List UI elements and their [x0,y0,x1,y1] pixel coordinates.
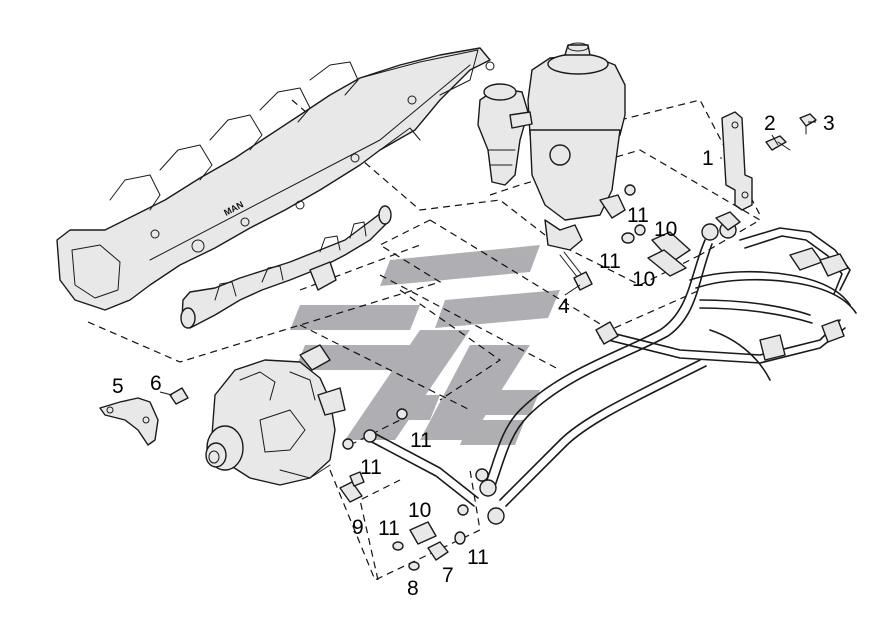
return-line [342,408,479,507]
bolt-part-4 [559,251,593,291]
callout-3: 3 [823,112,835,135]
fuel-lines [475,227,857,525]
high-pressure-pump [205,344,346,486]
callout-9: 9 [352,516,364,539]
callout-6: 6 [150,372,162,395]
fuel-filter-assembly [477,42,636,251]
leader-lines [159,121,816,396]
callout-11-upper-a: 11 [627,204,649,227]
callout-labels: 1 2 3 4 5 6 7 8 9 10 10 10 11 11 11 11 1… [112,112,835,600]
watermark-logo [290,245,560,445]
callout-11-lower-right: 11 [467,546,489,569]
callout-7: 7 [442,564,454,587]
fittings-lower [339,471,469,571]
callout-1: 1 [702,147,714,170]
callout-10-lower: 10 [408,499,431,522]
bolt-part-6 [169,387,189,405]
callout-2: 2 [764,112,776,135]
callout-11-lower-left: 11 [378,517,400,540]
callout-11-upper-b: 11 [599,250,621,273]
callout-10-upper-lower: 10 [632,268,655,291]
callout-4: 4 [558,295,570,318]
bracket-part-5 [99,397,159,446]
callout-10-upper-right: 10 [654,218,677,241]
bolt-part-2 [765,135,791,151]
exhaust-manifold: MAN [56,47,495,311]
fittings-upper [621,211,741,277]
callout-11-middle: 11 [410,429,432,452]
bracket-part-1 [721,111,753,211]
common-rail [180,205,392,329]
callout-11-left: 11 [360,456,382,479]
callout-5: 5 [112,375,124,398]
callout-8: 8 [407,577,419,600]
nut-part-3 [799,113,817,135]
